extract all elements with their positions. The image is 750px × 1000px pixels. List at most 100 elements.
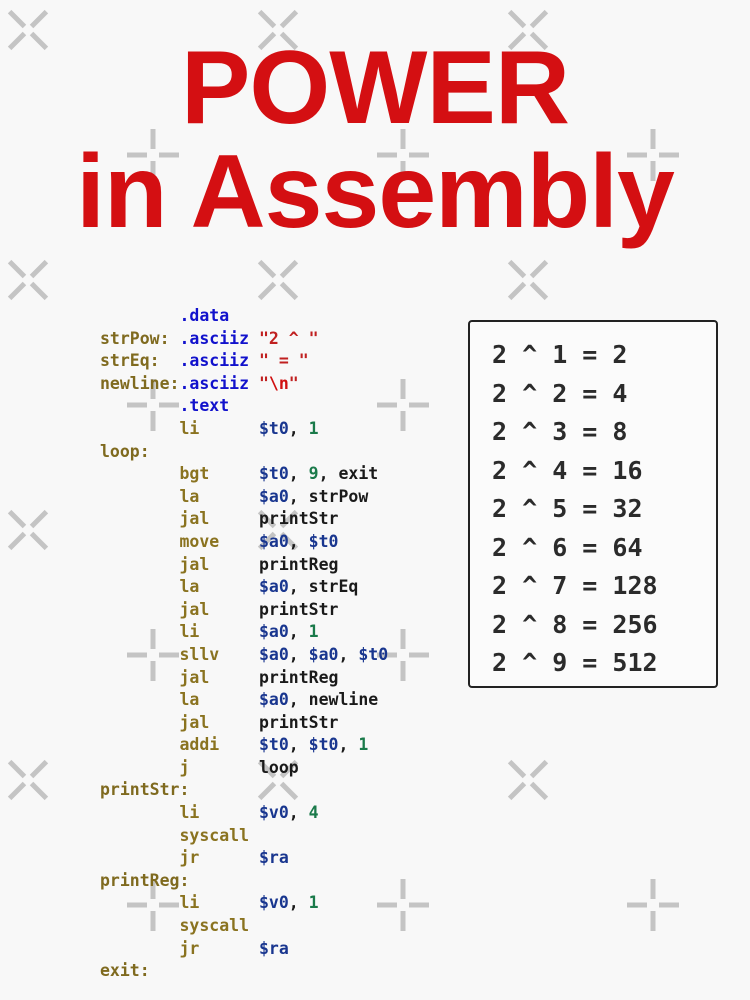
code-token-reg: $a0 bbox=[258, 690, 289, 710]
code-token-plain bbox=[100, 464, 179, 483]
code-token-num: 1 bbox=[308, 622, 319, 642]
code-token-plain bbox=[249, 374, 259, 393]
code-token-plain bbox=[249, 351, 259, 370]
code-token-reg: $t0 bbox=[358, 644, 389, 664]
code-token-plain: , bbox=[338, 644, 359, 664]
code-token-directive: .asciiz bbox=[179, 328, 250, 348]
code-line: syscall bbox=[100, 915, 388, 938]
code-line: jr $ra bbox=[100, 938, 388, 961]
code-token-directive: .asciiz bbox=[179, 373, 250, 393]
code-token-plain: printStr bbox=[258, 712, 339, 732]
code-token-plain bbox=[100, 939, 179, 958]
output-row: 2 ^ 2 = 4 bbox=[492, 378, 628, 408]
output-row: 2 ^ 4 = 16 bbox=[492, 455, 643, 485]
code-token-plain bbox=[209, 555, 259, 574]
code-token-mnemonic: li bbox=[179, 803, 200, 823]
code-token-plain: printStr bbox=[258, 599, 339, 619]
code-token-plain: , bbox=[288, 735, 309, 755]
code-token-mnemonic: li bbox=[179, 622, 200, 642]
code-token-escape: \n bbox=[268, 373, 289, 393]
code-token-mnemonic: jal bbox=[179, 509, 210, 529]
code-line: li $v0, 1 bbox=[100, 892, 388, 915]
code-token-reg: $a0 bbox=[258, 622, 289, 642]
code-token-string: "2 ^ " bbox=[258, 328, 319, 348]
code-token-mnemonic: syscall bbox=[179, 825, 250, 845]
code-token-plain bbox=[100, 803, 179, 822]
code-line: printStr: bbox=[100, 779, 388, 802]
code-line: li $a0, 1 bbox=[100, 621, 388, 644]
code-token-mnemonic: sllv bbox=[179, 644, 220, 664]
code-token-mnemonic: syscall bbox=[179, 916, 250, 936]
code-token-plain bbox=[100, 848, 179, 867]
code-token-plain bbox=[199, 577, 259, 596]
code-token-plain bbox=[100, 487, 179, 506]
code-line: move $a0, $t0 bbox=[100, 531, 388, 554]
code-line: strEq: .asciiz " = " bbox=[100, 350, 388, 373]
code-token-plain bbox=[199, 848, 259, 867]
code-line: newline:.asciiz "\n" bbox=[100, 373, 388, 396]
code-token-plain bbox=[249, 329, 259, 348]
code-token-plain bbox=[100, 622, 179, 641]
code-token-reg: $a0 bbox=[258, 486, 289, 506]
code-token-string: " bbox=[288, 373, 299, 393]
code-token-plain bbox=[100, 826, 179, 845]
code-line: loop: bbox=[100, 441, 388, 464]
code-line: li $t0, 1 bbox=[100, 418, 388, 441]
code-token-mnemonic: la bbox=[179, 577, 200, 597]
code-token-mnemonic: la bbox=[179, 690, 200, 710]
code-token-label: newline: bbox=[100, 373, 180, 393]
output-row: 2 ^ 3 = 8 bbox=[492, 417, 628, 446]
code-token-mnemonic: li bbox=[179, 893, 200, 913]
code-token-label: strPow: bbox=[100, 328, 170, 348]
code-line: exit: bbox=[100, 960, 388, 983]
code-token-plain: , bbox=[288, 803, 309, 823]
code-token-plain: , newline bbox=[288, 690, 379, 710]
code-token-directive: .asciiz bbox=[179, 351, 250, 371]
code-token-plain bbox=[199, 690, 259, 709]
code-token-plain: , bbox=[288, 531, 309, 551]
program-output-panel: 2 ^ 1 = 2 2 ^ 2 = 4 2 ^ 3 = 8 2 ^ 4 = 16 2 ^… bbox=[468, 320, 718, 688]
code-token-mnemonic: addi bbox=[179, 735, 220, 755]
code-token-reg: $v0 bbox=[258, 893, 289, 913]
code-token-plain bbox=[219, 735, 259, 754]
code-token-plain bbox=[100, 893, 179, 912]
code-token-directive: .text bbox=[179, 396, 230, 416]
code-line: jr $ra bbox=[100, 847, 388, 870]
code-token-reg: $v0 bbox=[258, 803, 289, 823]
code-token-mnemonic: jal bbox=[179, 599, 210, 619]
code-token-label: exit: bbox=[100, 961, 150, 981]
code-line: syscall bbox=[100, 825, 388, 848]
code-token-num: 1 bbox=[358, 735, 369, 755]
code-line: addi $t0, $t0, 1 bbox=[100, 734, 388, 757]
code-token-reg: $a0 bbox=[258, 531, 289, 551]
code-line: sllv $a0, $a0, $t0 bbox=[100, 644, 388, 667]
code-token-string: " bbox=[258, 373, 269, 393]
code-token-mnemonic: move bbox=[179, 531, 220, 551]
code-token-plain bbox=[100, 916, 179, 935]
code-token-plain bbox=[199, 939, 259, 958]
code-token-plain bbox=[209, 509, 259, 528]
code-line: jal printReg bbox=[100, 667, 388, 690]
code-token-plain bbox=[100, 577, 179, 596]
code-token-mnemonic: jal bbox=[179, 554, 210, 574]
code-token-plain: , bbox=[288, 464, 309, 484]
output-row: 2 ^ 1 = 2 bbox=[492, 340, 628, 369]
code-token-plain bbox=[199, 893, 259, 912]
code-line: jal printReg bbox=[100, 554, 388, 577]
code-token-plain bbox=[100, 555, 179, 574]
code-token-reg: $ra bbox=[258, 848, 289, 868]
code-token-reg: $t0 bbox=[258, 418, 289, 438]
code-token-reg: $t0 bbox=[308, 735, 339, 755]
code-token-plain bbox=[199, 419, 259, 438]
code-token-plain bbox=[199, 487, 259, 506]
code-line: li $v0, 4 bbox=[100, 802, 388, 825]
code-token-plain bbox=[100, 419, 179, 438]
code-token-num: 1 bbox=[308, 893, 319, 913]
code-token-reg: $ra bbox=[258, 938, 289, 958]
output-row: 2 ^ 9 = 512 bbox=[492, 648, 658, 677]
code-token-mnemonic: jal bbox=[179, 667, 210, 687]
title-line-in-assembly: in Assembly bbox=[76, 133, 675, 250]
code-token-mnemonic: jr bbox=[179, 848, 200, 868]
code-token-reg: $a0 bbox=[258, 644, 289, 664]
